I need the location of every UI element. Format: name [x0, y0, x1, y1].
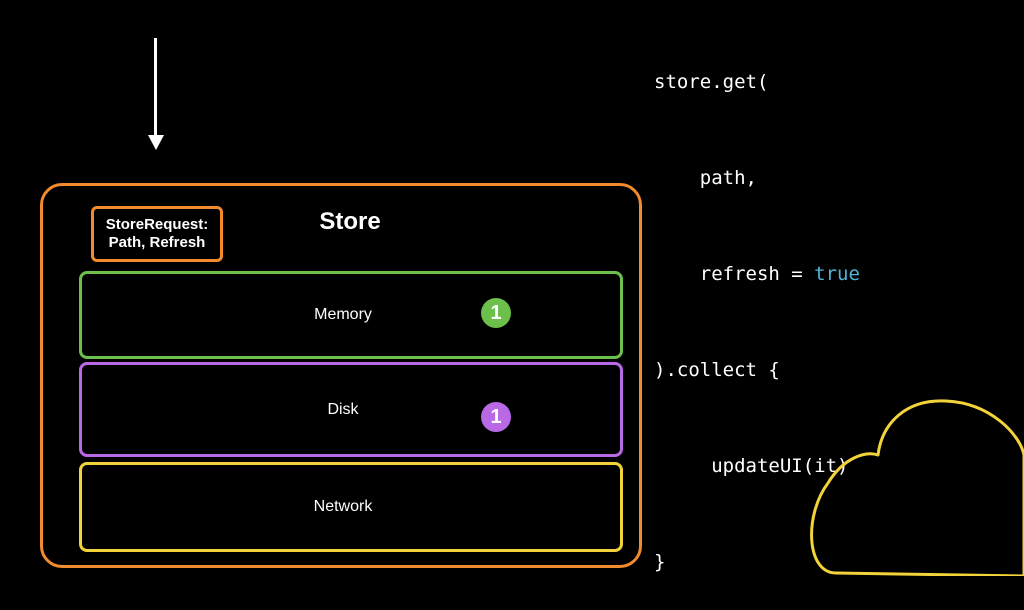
network-layer-label: Network	[313, 498, 373, 515]
memory-layer-label: Memory	[314, 306, 372, 323]
network-layer: Network	[79, 462, 623, 552]
disk-layer: Disk	[79, 362, 623, 457]
code-snippet: store.get( path, refresh = true ).collec…	[654, 2, 860, 610]
disk-layer-label: Disk	[327, 400, 359, 418]
store-request-label-line2: Path, Refresh	[108, 234, 206, 251]
down-arrow-head	[148, 135, 164, 150]
down-arrow-icon	[154, 38, 157, 138]
memory-layer: Memory	[79, 271, 623, 359]
cloud-icon	[810, 399, 1024, 576]
memory-badge: 1	[481, 298, 511, 328]
code-line-3: refresh = true	[654, 258, 860, 290]
store-request-box: StoreRequest: Path, Refresh	[91, 206, 223, 262]
code-line-3-prefix: refresh =	[654, 263, 815, 285]
store-request-label-line1: StoreRequest:	[105, 216, 209, 233]
code-line-1: store.get(	[654, 71, 769, 93]
store-title: Store	[319, 208, 381, 235]
code-line-6: }	[654, 551, 666, 573]
store-container	[40, 183, 642, 568]
code-line-4: ).collect {	[654, 359, 780, 381]
code-line-5: updateUI(it)	[654, 455, 849, 477]
code-line-2: path,	[654, 167, 757, 189]
disk-badge: 1	[481, 402, 511, 432]
code-keyword-true: true	[814, 263, 860, 285]
